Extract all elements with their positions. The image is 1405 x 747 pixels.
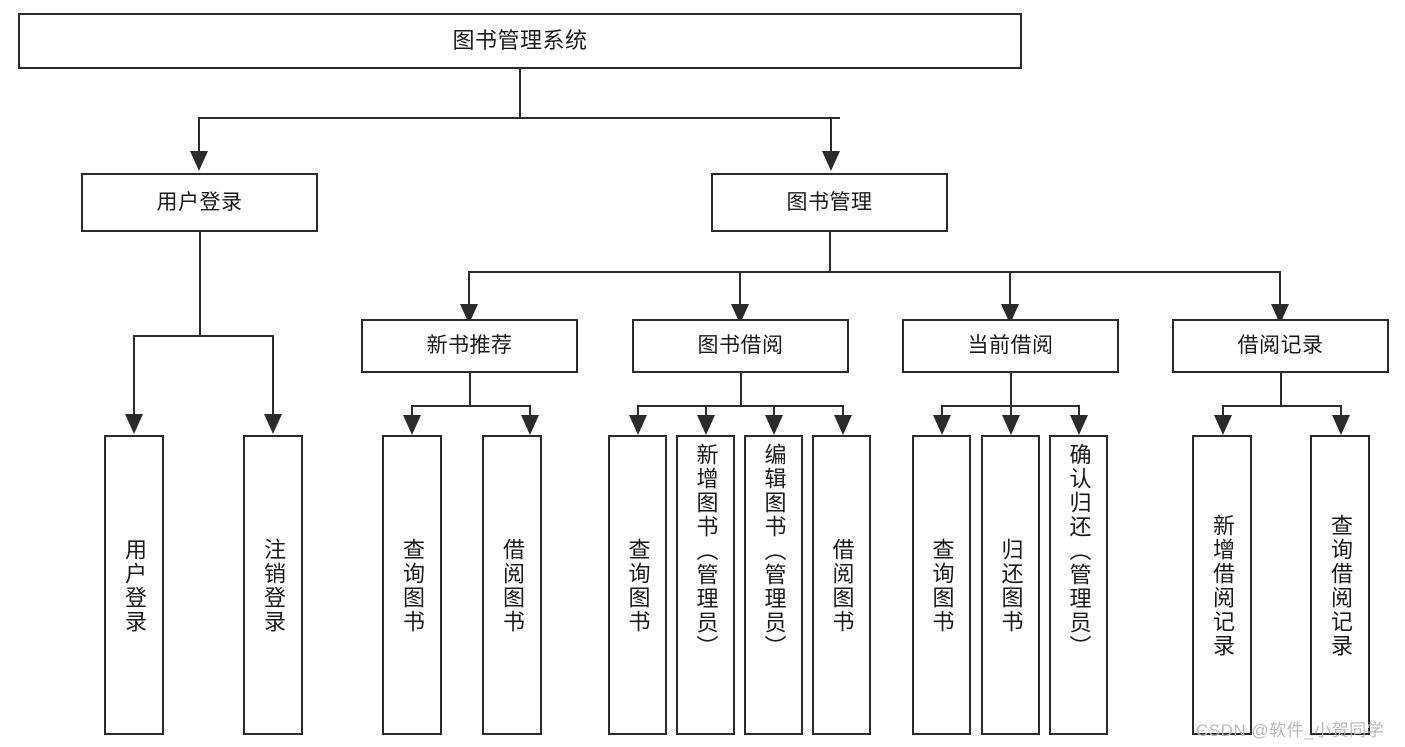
leaf-return-book[interactable]: 归还图书 [981,435,1040,735]
node-book-borrow[interactable]: 图书借阅 [632,319,849,373]
connector-new-book-drop-2 [529,405,531,417]
arrow-to-leaf-confirm-return [1070,415,1088,435]
node-book-management[interactable]: 图书管理 [711,173,948,232]
node-new-book-recommend[interactable]: 新书推荐 [361,319,578,373]
connector-user-login-stem [199,232,201,335]
leaf-query-book-recommend[interactable]: 查询图书 [382,435,442,735]
node-label: 新增图书（管理员） [693,443,719,659]
connector-level3-drop-2 [739,271,741,305]
arrow-to-leaf-return-book [1002,415,1020,435]
node-label: 归还图书 [998,538,1024,634]
connector-level3-bar [468,271,1280,273]
connector-book-borrow-bar [637,405,842,407]
connector-new-book-stem [469,373,471,405]
node-borrow-record[interactable]: 借阅记录 [1172,319,1389,373]
node-label: 查询图书 [929,538,955,634]
leaf-user-login[interactable]: 用户登录 [104,435,164,735]
connector-book-borrow-drop-4 [842,405,844,417]
arrow-to-leaf-add-record [1214,415,1232,435]
arrow-to-book-management [822,151,840,171]
node-label: 图书借阅 [697,334,784,358]
leaf-add-book-admin[interactable]: 新增图书（管理员） [676,435,735,735]
connector-level3-drop-4 [1279,271,1281,305]
connector-current-borrow-stem [1010,373,1012,405]
node-label: 新增借阅记录 [1210,514,1235,658]
connector-level3-drop-1 [468,271,470,305]
leaf-borrow-book-recommend[interactable]: 借阅图书 [482,435,542,735]
node-label: 借阅记录 [1237,334,1324,358]
node-label: 查询借阅记录 [1328,514,1353,658]
arrow-to-user-login [190,151,208,171]
node-current-borrow[interactable]: 当前借阅 [902,319,1119,373]
arrow-to-leaf-user-login [125,414,143,434]
connector-book-borrow-drop-3 [773,405,775,417]
connector-current-borrow-drop-1 [941,405,943,417]
connector-level3-drop-3 [1009,271,1011,305]
connector-book-management-stem [829,232,831,271]
connector-current-borrow-drop-3 [1078,405,1080,417]
node-label: 注销登录 [261,538,286,634]
arrow-to-leaf-borrow-book-1 [521,415,539,435]
connector-new-book-drop-1 [411,405,413,417]
connector-borrow-record-drop-1 [1222,405,1224,417]
node-label: 用户登录 [156,190,243,214]
connector-current-borrow-drop-2 [1010,405,1012,417]
leaf-edit-book-admin[interactable]: 编辑图书（管理员） [744,435,803,735]
connector-level2-drop-right [830,117,832,153]
connector-borrow-record-drop-2 [1340,405,1342,417]
arrow-to-leaf-add-book [697,415,715,435]
connector-user-login-drop-2 [272,335,274,415]
node-label: 借阅图书 [829,538,855,634]
leaf-logout[interactable]: 注销登录 [243,435,303,735]
node-user-login[interactable]: 用户登录 [81,173,318,232]
node-book-management-system[interactable]: 图书管理系统 [18,13,1022,69]
leaf-add-borrow-record[interactable]: 新增借阅记录 [1192,435,1252,735]
connector-book-borrow-stem [740,373,742,405]
node-label: 查询图书 [400,538,425,634]
connector-level2-bar [198,117,840,119]
connector-root-stem [519,69,521,117]
node-label: 图书管理 [786,190,873,214]
leaf-query-borrow-record[interactable]: 查询借阅记录 [1310,435,1370,735]
node-label: 查询图书 [625,538,651,634]
node-label: 图书管理系统 [452,27,588,53]
connector-book-borrow-drop-2 [705,405,707,417]
connector-current-borrow-bar [941,405,1078,407]
node-label: 确认归还（管理员） [1066,443,1092,659]
connector-new-book-bar [411,405,529,407]
node-label: 当前借阅 [967,334,1054,358]
node-label: 编辑图书（管理员） [761,443,787,659]
leaf-confirm-return-admin[interactable]: 确认归还（管理员） [1049,435,1108,735]
arrow-to-leaf-query-book-3 [933,415,951,435]
arrow-to-leaf-query-book-2 [629,415,647,435]
connector-level2-drop-left [198,117,200,153]
node-label: 用户登录 [122,538,147,634]
arrow-to-leaf-query-book-1 [403,415,421,435]
leaf-borrow-book[interactable]: 借阅图书 [812,435,871,735]
arrow-to-leaf-borrow-book-2 [834,415,852,435]
leaf-query-book-borrow[interactable]: 查询图书 [608,435,667,735]
connector-user-login-drop-1 [133,335,135,415]
connector-borrow-record-bar [1222,405,1340,407]
connector-book-borrow-drop-1 [637,405,639,417]
connector-user-login-bar [133,335,272,337]
node-label: 借阅图书 [500,538,525,634]
csdn-watermark: CSDN @软件_小贺同学 [1196,721,1385,740]
arrow-to-leaf-edit-book [765,415,783,435]
connector-borrow-record-stem [1280,373,1282,405]
arrow-to-leaf-query-record [1332,415,1350,435]
arrow-to-leaf-logout [264,414,282,434]
node-label: 新书推荐 [426,334,513,358]
leaf-query-book-current[interactable]: 查询图书 [912,435,971,735]
